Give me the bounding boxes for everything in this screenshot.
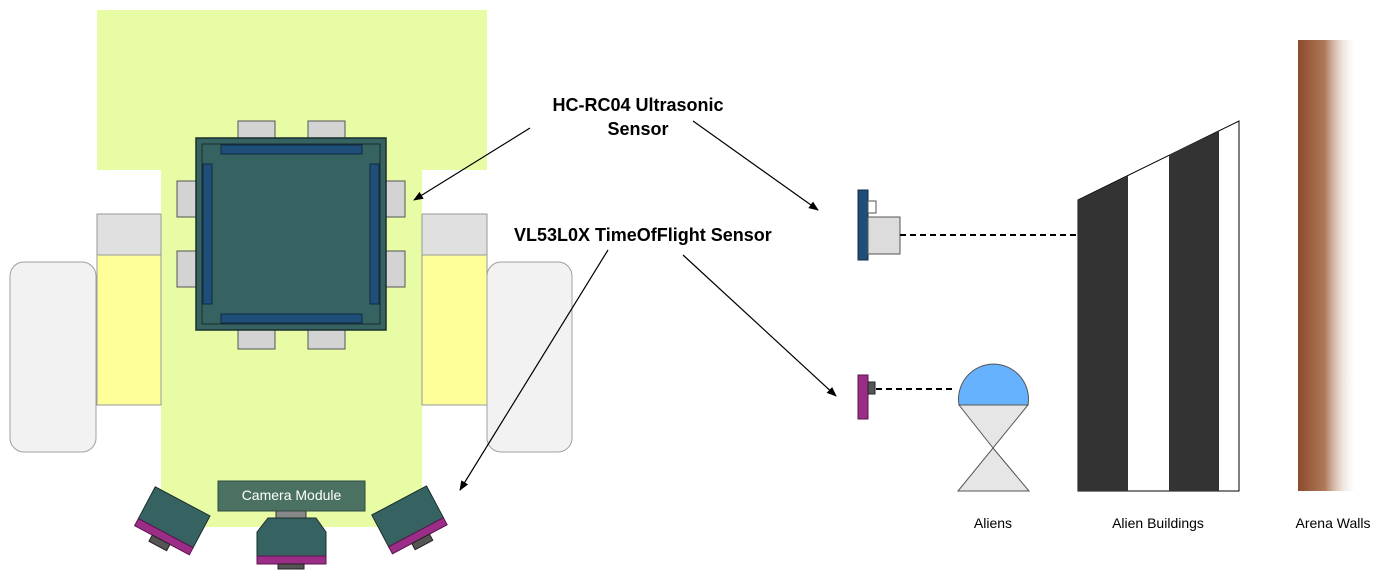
tof-label: VL53L0X TimeOfFlight Sensor xyxy=(514,225,772,245)
camera-module xyxy=(217,480,366,512)
right-wheel-mount xyxy=(421,213,488,406)
ultrasonic-sensor-side xyxy=(857,189,901,261)
walls-label: Arena Walls xyxy=(1295,515,1371,531)
right-tof-sensor xyxy=(371,485,448,555)
left-tof-sensor xyxy=(133,486,211,556)
annotation-arrows xyxy=(413,120,837,491)
board-sensor-tabs xyxy=(176,120,406,350)
arena-wall xyxy=(1298,40,1358,491)
aliens-label: Aliens xyxy=(973,515,1013,531)
right-wheel xyxy=(486,261,573,453)
camera-module-label: Camera Module xyxy=(241,487,342,503)
center-tof-sensor xyxy=(256,509,327,570)
alien-building xyxy=(1077,120,1240,492)
tof-sensor-side xyxy=(857,374,876,420)
control-board xyxy=(195,137,387,331)
left-wheel-mount xyxy=(96,213,162,406)
ultrasonic-label: HC-RC04 Ultrasonic Sensor xyxy=(552,95,724,139)
left-wheel xyxy=(9,261,97,453)
alien-figure xyxy=(956,363,1031,492)
buildings-label: Alien Buildings xyxy=(1112,515,1204,531)
